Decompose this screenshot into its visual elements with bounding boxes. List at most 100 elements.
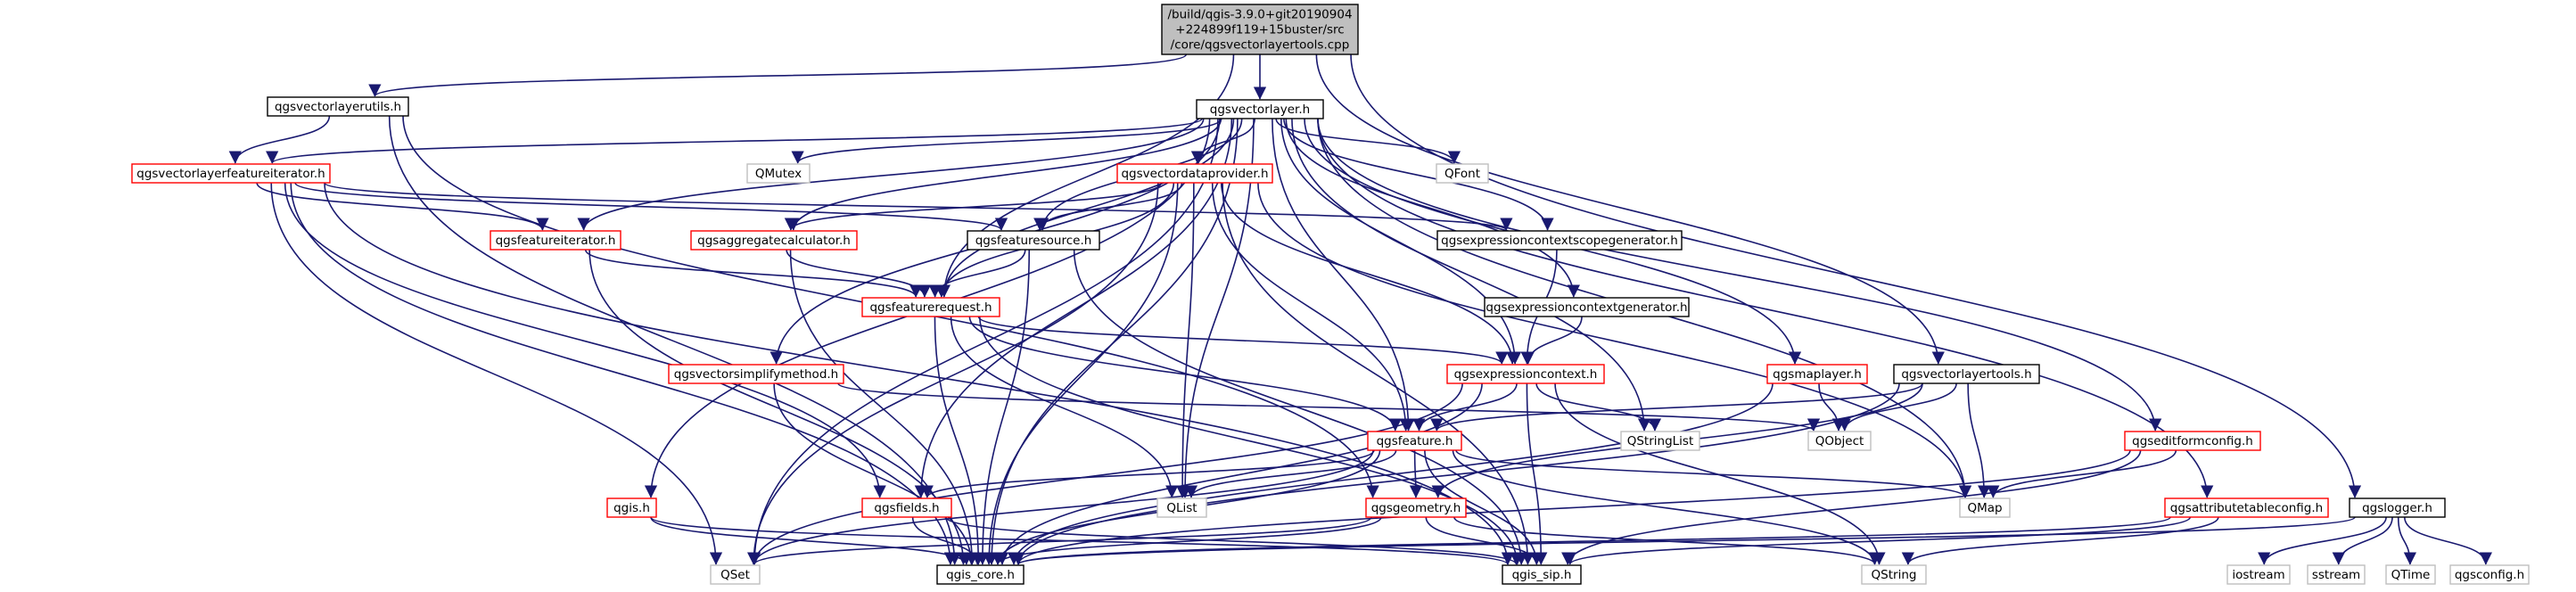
edge-feature-to-geometry [1409, 449, 1423, 498]
node-box [668, 364, 844, 384]
node-label: +224899f119+15buster/src [1175, 23, 1344, 37]
node-label: qgsfeatureiterator.h [496, 234, 616, 248]
node-freq[interactable]: qgsfeaturerequest.h [861, 297, 1000, 317]
edge-qgis-to-core [650, 516, 973, 565]
node-qgsconfig[interactable]: qgsconfig.h [2449, 564, 2530, 585]
edge-vlayer-to-qfont [1275, 118, 1461, 164]
node-vlayer[interactable]: qgsvectorlayer.h [1196, 99, 1324, 119]
node-geometry[interactable]: qgsgeometry.h [1365, 497, 1467, 518]
node-label: qgsfields.h [874, 501, 939, 515]
edge-vlayer-to-freq [937, 118, 1235, 298]
node-qlist[interactable]: QList [1156, 497, 1207, 518]
edge-vdp-to-aggcalc [784, 182, 1163, 231]
node-sip[interactable]: qgis_sip.h [1502, 564, 1582, 585]
edge-econtext-to-sip [1526, 382, 1548, 565]
node-label: qgsattributetableconfig.h [2170, 501, 2323, 515]
edge-feature-to-sip [1424, 449, 1543, 565]
node-attrtable[interactable]: qgsattributetableconfig.h [2164, 497, 2329, 518]
node-label: qgsmaplayer.h [1773, 367, 1862, 382]
node-label: qgslogger.h [2362, 501, 2432, 515]
node-box [1367, 431, 1462, 451]
node-qgis[interactable]: qgis.h [606, 497, 657, 518]
node-box [2307, 564, 2366, 585]
node-label: qgis_sip.h [1512, 568, 1572, 582]
node-utils[interactable]: qgsvectorlayerutils.h [267, 96, 409, 117]
node-root[interactable]: /build/qgis-3.9.0+git20190904+224899f119… [1161, 4, 1359, 55]
node-box [267, 96, 409, 117]
node-box [1861, 564, 1927, 585]
node-ecg[interactable]: qgsexpressioncontextgenerator.h [1484, 297, 1690, 317]
edge-editform-to-core [1012, 449, 2131, 565]
edge-attrtable-to-sip [1563, 516, 2192, 565]
edge-root-to-utils [368, 53, 1188, 97]
node-qfont[interactable]: QFont [1436, 163, 1489, 184]
node-label: /build/qgis-3.9.0+git20190904 [1167, 8, 1352, 22]
node-box [2385, 564, 2436, 585]
edge-econtext-to-core [995, 382, 1483, 565]
edge-vltools-to-feature [1430, 382, 1923, 432]
edge-fsource-to-freq [928, 249, 1026, 298]
node-qobject[interactable]: QObject [1807, 431, 1872, 451]
node-box [2449, 564, 2530, 585]
node-feature[interactable]: qgsfeature.h [1367, 431, 1462, 451]
node-vdp[interactable]: qgsvectordataprovider.h [1116, 163, 1273, 184]
edge-maplayer-to-qobject [1818, 382, 1846, 432]
node-label: sstream [2312, 568, 2360, 582]
node-core[interactable]: qgis_core.h [936, 564, 1025, 585]
node-label: QFont [1444, 167, 1480, 181]
node-vltools[interactable]: qgsvectorlayertools.h [1893, 364, 2040, 384]
edge-vlayer-to-fiter [577, 118, 1205, 231]
node-sstream[interactable]: sstream [2307, 564, 2366, 585]
node-box [1436, 163, 1489, 184]
node-iostream[interactable]: iostream [2226, 564, 2291, 585]
edge-vltools-to-qmap [1967, 382, 1991, 498]
node-qstringlist[interactable]: QStringList [1620, 431, 1700, 451]
node-aggcalc[interactable]: qgsaggregatecalculator.h [690, 230, 858, 251]
edge-econtext-to-feature [1412, 382, 1518, 432]
node-vsm[interactable]: qgsvectorsimplifymethod.h [668, 364, 844, 384]
node-label: qgsexpressioncontext.h [1454, 367, 1598, 382]
node-fsource[interactable]: qgsfeaturesource.h [967, 230, 1100, 251]
node-box [746, 163, 811, 184]
node-qmap[interactable]: QMap [1959, 497, 2011, 518]
node-ecsg[interactable]: qgsexpressioncontextscopegenerator.h [1436, 230, 1683, 251]
node-box [2124, 431, 2261, 451]
node-fiter[interactable]: qgsfeatureiterator.h [490, 230, 621, 251]
edge-fields-to-sip [945, 516, 1523, 565]
edge-econtext-to-qset [747, 382, 1463, 565]
node-logger[interactable]: qgslogger.h [2349, 497, 2446, 518]
edge-vlayer-to-qmutex [791, 118, 1222, 164]
node-box [1156, 497, 1207, 518]
node-vlfi[interactable]: qgsvectorlayerfeatureiterator.h [131, 163, 331, 184]
node-label: iostream [2232, 568, 2284, 582]
node-box [1196, 99, 1324, 119]
node-label: qgsaggregatecalculator.h [697, 234, 851, 248]
node-maplayer[interactable]: qgsmaplayer.h [1766, 364, 1868, 384]
node-label: qgsvectordataprovider.h [1121, 167, 1268, 181]
node-label: QList [1166, 501, 1197, 515]
node-qmutex[interactable]: QMutex [746, 163, 811, 184]
edge-vdp-to-qset [746, 182, 1159, 565]
node-label: qgsfeature.h [1377, 434, 1453, 448]
edge-vdp-to-sip [1222, 182, 1535, 565]
node-label: QTime [2391, 568, 2431, 582]
node-box [1446, 364, 1605, 384]
node-econtext[interactable]: qgsexpressioncontext.h [1446, 364, 1605, 384]
node-qset[interactable]: QSet [710, 564, 761, 585]
edge-vltools-to-core [1011, 382, 1900, 565]
node-qtime[interactable]: QTime [2385, 564, 2436, 585]
node-label: qgsconfig.h [2455, 568, 2524, 582]
node-box [1766, 364, 1868, 384]
edge-editform-to-qmap [1987, 449, 2177, 498]
edge-vlayer-to-econtext [1280, 118, 1522, 365]
node-label: QMap [1967, 501, 2002, 515]
edge-vlayer-to-qset [747, 118, 1219, 565]
node-box [710, 564, 761, 585]
node-fields[interactable]: qgsfields.h [861, 497, 952, 518]
node-label: /core/qgsvectorlayertools.cpp [1171, 38, 1350, 53]
node-qstring[interactable]: QString [1861, 564, 1927, 585]
node-label: qgsfeaturesource.h [975, 234, 1092, 248]
node-box [1502, 564, 1582, 585]
edge-utils-to-vlfi [228, 115, 331, 164]
node-editform[interactable]: qgseditformconfig.h [2124, 431, 2261, 451]
